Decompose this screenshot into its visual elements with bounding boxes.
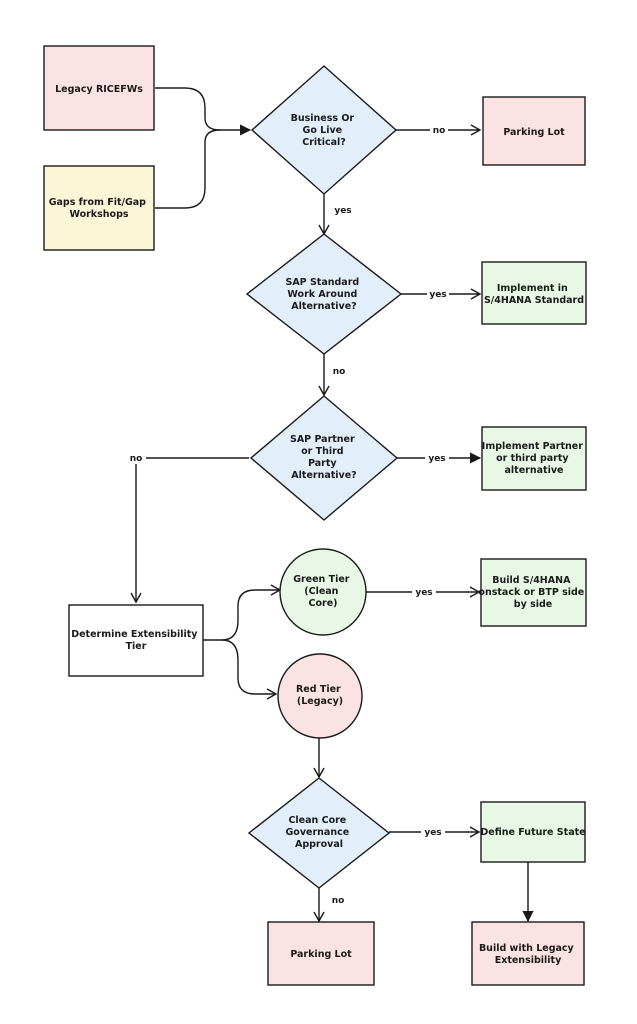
node-label-line: Core) xyxy=(309,598,338,609)
svg-text:Build S/4HANA onstack: Build S/4HANA onstack or BTP side by sid… xyxy=(478,575,587,610)
node-label-line: Work Around xyxy=(287,289,357,300)
node-label-line: Implement Partner xyxy=(482,441,583,452)
edge-determine-to-green xyxy=(203,584,282,641)
node-build-s4hana: Build S/4HANA onstack or BTP side by sid… xyxy=(478,558,587,627)
node-label-line: alternative xyxy=(505,465,564,476)
svg-text:Determine Extensibility: Determine Extensibility Tier xyxy=(71,629,201,652)
node-label-line: Legacy RICEFWs xyxy=(55,84,143,95)
node-implement-partner: Implement Partner or third party alterna… xyxy=(481,426,587,491)
edge-label-governance-yes: yes xyxy=(424,828,441,838)
node-label-line: Party xyxy=(308,458,337,469)
edge-label-standard-yes: yes xyxy=(429,290,446,300)
nodes: Legacy RICEFWs Gaps from Fit/Gap Worksho… xyxy=(43,45,587,986)
node-build-legacy: Build with Legacy Extensibility xyxy=(471,921,585,986)
svg-text:Implement Partner or t: Implement Partner or third party alterna… xyxy=(482,441,586,476)
node-parking-lot-top: Parking Lot xyxy=(482,96,586,166)
svg-text:Green Tier (Clean: Green Tier (Clean Core) xyxy=(293,574,353,609)
node-label-line: Red Tier xyxy=(296,684,341,695)
node-parking-lot-bottom: Parking Lot xyxy=(267,921,375,986)
edge-partner-to-determine xyxy=(130,457,249,604)
svg-text:Gaps from Fit/Gap Work: Gaps from Fit/Gap Workshops xyxy=(49,197,150,220)
node-label-line: Clean Core xyxy=(288,815,346,826)
edge-gaps-to-critical xyxy=(155,129,221,209)
node-clean-core-governance-decision: Clean Core Governance Approval xyxy=(247,777,391,889)
node-label-line: Determine Extensibility xyxy=(71,629,198,640)
node-label-line: Alternative? xyxy=(291,301,356,312)
edge-label-partner-no: no xyxy=(130,454,143,464)
node-label-line: SAP Partner xyxy=(290,434,355,445)
edge-label-partner-yes: yes xyxy=(428,454,445,464)
node-label-line: Implement in xyxy=(497,283,568,294)
node-implement-standard: Implement in S/4HANA Standard xyxy=(481,261,587,325)
node-determine-tier: Determine Extensibility Tier xyxy=(68,604,204,677)
node-label-line: Green Tier xyxy=(293,574,350,585)
edge-labels: no yes yes no no yes yes yes no xyxy=(126,123,449,906)
svg-text:Define Future State: Define Future State xyxy=(480,827,585,838)
node-gaps-fit-gap: Gaps from Fit/Gap Workshops xyxy=(43,165,155,251)
edge-label-critical-no: no xyxy=(433,126,446,136)
edge-label-standard-no: no xyxy=(333,367,346,377)
node-label-line: Workshops xyxy=(69,209,128,220)
node-label-line: or third party xyxy=(496,453,569,464)
node-red-tier: Red Tier (Legacy) xyxy=(277,653,363,739)
svg-text:Clean Core Governance: Clean Core Governance Approval xyxy=(286,815,353,850)
svg-text:Parking Lot: Parking Lot xyxy=(290,949,352,960)
node-label-line: Business Or xyxy=(291,113,355,124)
edge-label-green-yes: yes xyxy=(415,588,432,598)
node-green-tier: Green Tier (Clean Core) xyxy=(279,548,367,636)
svg-text:Business Or Go Live: Business Or Go Live Critical? xyxy=(291,113,358,148)
node-label-line: Governance xyxy=(286,827,350,838)
edge-determine-to-red xyxy=(221,639,278,700)
node-label-line: Parking Lot xyxy=(503,127,565,138)
node-label-line: Extensibility xyxy=(495,955,562,966)
node-define-future-state: Define Future State xyxy=(480,801,586,863)
svg-text:SAP Partner or Third: SAP Partner or Third Party Alternative? xyxy=(290,434,358,481)
node-sap-standard-decision: SAP Standard Work Around Alternative? xyxy=(245,233,403,355)
node-label-line: Build with Legacy xyxy=(479,943,575,954)
svg-text:Build with Legacy Exte: Build with Legacy Extensibility xyxy=(479,943,577,966)
node-label-line: Tier xyxy=(126,641,147,652)
node-label-line: (Clean xyxy=(304,586,338,597)
svg-text:Legacy RICEFWs: Legacy RICEFWs xyxy=(55,84,143,95)
svg-text:Red Tier (Legacy): Red Tier (Legacy) xyxy=(296,684,344,707)
edge-label-critical-yes: yes xyxy=(334,206,351,216)
svg-text:Implement in S/4HANA S: Implement in S/4HANA Standard xyxy=(484,283,584,306)
node-label-line: Go Live xyxy=(303,125,343,136)
node-legacy-ricefws: Legacy RICEFWs xyxy=(43,45,155,131)
node-label-line: by side xyxy=(514,599,552,610)
svg-text:Parking Lot: Parking Lot xyxy=(503,127,565,138)
node-label-line: Approval xyxy=(295,839,343,850)
node-sap-partner-decision: SAP Partner or Third Party Alternative? xyxy=(249,395,399,521)
node-label-line: Alternative? xyxy=(291,470,356,481)
node-label-line: onstack or BTP side xyxy=(478,587,584,598)
node-label-line: Critical? xyxy=(302,137,346,148)
node-label-line: (Legacy) xyxy=(297,696,343,707)
edge-legacy-to-critical xyxy=(155,87,250,130)
node-label-line: Define Future State xyxy=(480,827,585,838)
node-label-line: Parking Lot xyxy=(290,949,352,960)
edge-label-governance-no: no xyxy=(332,896,345,906)
node-label-line: S/4HANA Standard xyxy=(484,295,584,306)
node-label-line: Gaps from Fit/Gap xyxy=(49,197,146,208)
node-label-line: or Third xyxy=(301,446,344,457)
svg-text:SAP Standard Work Arou: SAP Standard Work Around Alternative? xyxy=(285,277,362,312)
node-label-line: SAP Standard xyxy=(285,277,359,288)
node-label-line: Build S/4HANA xyxy=(492,575,571,586)
node-business-critical-decision: Business Or Go Live Critical? xyxy=(250,65,398,195)
